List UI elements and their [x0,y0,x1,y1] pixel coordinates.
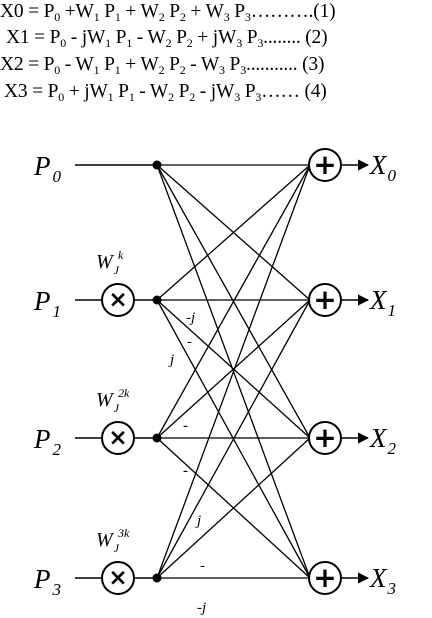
equation-term: P0 [43,54,61,77]
butterfly-wire [156,164,311,301]
equation-term: + jW3 P3 [192,27,264,50]
multiplier-node [101,421,135,455]
equation-number: …… (4) [261,81,327,102]
adder-node [308,283,342,317]
adder-node [308,148,342,182]
equation-term: + W2 P2 [120,54,186,77]
twiddle-factor-label: WJ3k [96,526,130,555]
branch-sign-label: -j [186,310,195,326]
equation-term: + W3 P3 [185,1,251,24]
multiplier-symbol: × [108,565,127,591]
equation-term: P0 [47,81,65,104]
output-label-x2: X2 [369,423,397,458]
branch-sign-label: j [168,352,174,368]
adder-symbol: + [313,561,336,594]
multiplier-node [101,561,135,595]
equation-term: + W2 P2 [120,1,186,24]
adder-node [308,421,342,455]
output-label-x3: X3 [369,563,396,598]
equation-term: - W2 P2 [134,81,196,104]
equation-3: X2 = P0 - W1 P1 + W2 P2 - W3 P3.........… [0,54,325,77]
butterfly-wire [156,164,311,439]
branch-point [152,573,162,583]
branch-point [152,160,162,170]
output-label-x0: X0 [369,150,397,185]
multiplier-symbol: × [108,425,127,451]
branch-sign-label: -j [197,600,206,616]
equation-4: X3 = P0 + jW1 P1 - W2 P2 - jW3 P3…… (4) [4,81,327,104]
equation-term: + jW1 P1 [64,81,135,104]
equation-term: - W2 P2 [132,27,193,50]
equation-term: P0 [43,1,61,24]
multiplier-node [101,283,135,317]
adder-symbol: + [313,283,336,316]
branch-sign-label: - [200,558,205,574]
butterfly-wire [156,299,311,439]
butterfly-nodes: + + × + × + × [101,148,342,595]
butterfly-wire [156,299,311,579]
equation-term: - W1 P1 [60,54,121,77]
equation-list: X0 = P0 +W1 P1 + W2 P2 + W3 P3……….(1) X1 … [0,0,432,120]
branch-sign-label: - [187,334,192,350]
equation-term: - jW1 P1 [66,27,133,50]
equation-lhs: X0 [0,1,24,22]
twiddle-factor-label: WJk [96,248,124,277]
equation-lhs: X2 [0,54,24,75]
equation-term: - jW3 P3 [195,81,262,104]
butterfly-wire [156,164,311,579]
butterfly-wire [156,437,311,579]
equation-term: P0 [49,27,67,50]
equation-1: X0 = P0 +W1 P1 + W2 P2 + W3 P3……….(1) [0,1,336,24]
equation-number: ……….(1) [250,1,336,22]
twiddle-factor-label: WJ2k [96,386,130,415]
multiplier-symbol: × [108,287,127,313]
equation-number: ........... (3) [246,54,325,75]
adder-symbol: + [313,148,336,181]
signal-wires [75,159,370,584]
equation-number: ........ (2) [263,27,328,48]
branch-sign-label: - [183,463,188,479]
equation-2: X1 = P0 - jW1 P1 - W2 P2 + jW3 P3.......… [6,27,328,50]
equation-lhs: X1 [6,27,30,48]
equation-lhs: X3 [4,81,28,102]
branch-sign-label: j [195,513,201,529]
equation-term: - W3 P3 [185,54,247,77]
adder-node [308,561,342,595]
equation-term: +W1 P1 [60,1,121,24]
adder-symbol: + [313,421,336,454]
branch-point [152,295,162,305]
branch-point [152,433,162,443]
branch-sign-label: - [183,418,188,434]
output-label-x1: X1 [369,285,396,320]
